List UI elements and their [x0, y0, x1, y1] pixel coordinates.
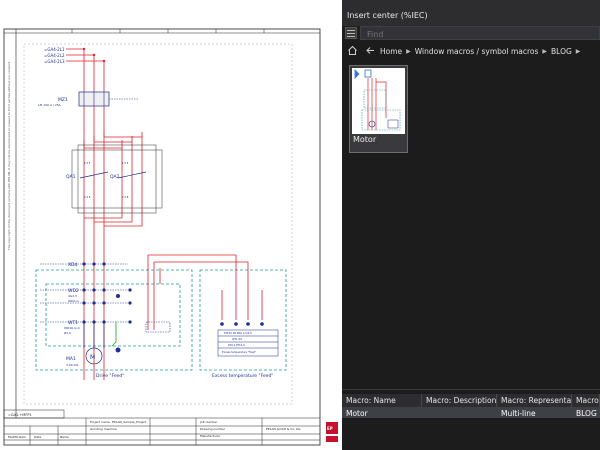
chevron-right-icon[interactable]: ▶ [542, 47, 548, 55]
insert-center-panel: Insert center (%IEC) Home ▶ Window macro… [342, 0, 600, 450]
macro-tile-motor[interactable]: Motor [349, 65, 408, 153]
svg-text:WD10-G-0: WD10-G-0 [64, 326, 80, 330]
list-icon [347, 30, 355, 37]
svg-text:WT1 9/1: WT1 9/1 [232, 337, 243, 341]
cell-representation: Multi-line [501, 409, 536, 418]
cell-description [422, 407, 497, 418]
macro-gallery: Motor [342, 60, 600, 385]
source-label-3: =GA4-2L3 [44, 59, 65, 64]
cell-folder: BLOG [576, 409, 597, 418]
footer-title: Grinding machine [90, 427, 117, 431]
chevron-right-icon[interactable]: ▶ [575, 47, 581, 55]
eplan-logo [326, 422, 338, 434]
svg-text:Name: Name [60, 435, 69, 439]
column-header-name[interactable]: Macro: Name [342, 394, 422, 407]
svg-text:The copyright of this document: The copyright of this document remains w… [7, 61, 11, 251]
device-wd2: WD2 [68, 288, 79, 294]
svg-text:1 3 5: 1 3 5 [122, 161, 129, 165]
svg-text:Ø1.0: Ø1.0 [64, 330, 71, 335]
column-header-macro[interactable]: Macro [572, 394, 600, 407]
svg-text:Job number: Job number [199, 420, 218, 424]
column-header-representation[interactable]: Macro: Representation [497, 394, 572, 407]
schematic-drawing: The copyright of this document remains w… [3, 28, 340, 446]
svg-text:2 4 6: 2 4 6 [84, 195, 91, 199]
svg-text:3.00 kW: 3.00 kW [66, 363, 78, 367]
home-icon [347, 45, 357, 55]
svg-text:Drawing number: Drawing number [200, 427, 226, 431]
svg-text:RH=1 PTC1.0: RH=1 PTC1.0 [228, 343, 245, 347]
svg-text:Modification: Modification [8, 435, 26, 439]
source-label-1: =GA4-2L1 [44, 47, 65, 52]
device-qa1: QA1 [66, 174, 76, 180]
device-qa2: QA2 [110, 174, 120, 180]
footer-project: EPLAN_Sample_Project [112, 420, 147, 424]
svg-text:4G2.5: 4G2.5 [68, 294, 77, 298]
column-header-description[interactable]: Macro: Description [422, 394, 497, 407]
macro-preview-image [354, 69, 401, 131]
find-row [342, 26, 600, 40]
navigation-bar: Home ▶ Window macros / symbol macros ▶ B… [342, 43, 600, 59]
svg-text:Excess temperature "Feed": Excess temperature "Feed" [222, 350, 256, 354]
svg-text:1 3 5: 1 3 5 [84, 161, 91, 165]
cell-name: Motor [346, 409, 368, 418]
home-button[interactable] [346, 45, 358, 57]
svg-text:LM 100 A / 25A: LM 100 A / 25A [38, 103, 62, 107]
page-ref: =GA1.+MFP1 [8, 413, 32, 417]
box-label-temp: Excess temperature "Feed" [212, 373, 273, 379]
breadcrumb-home[interactable]: Home [380, 46, 403, 56]
breadcrumb: Home ▶ Window macros / symbol macros ▶ B… [378, 45, 600, 57]
panel-title: Insert center (%IEC) [342, 0, 600, 26]
svg-text:Project name: Project name [90, 420, 110, 424]
chevron-right-icon[interactable]: ▶ [406, 47, 411, 55]
svg-text:WD2-G: WD2-G [68, 299, 79, 303]
svg-text:EP: EP [327, 426, 333, 431]
schematic-canvas[interactable]: The copyright of this document remains w… [0, 0, 342, 450]
back-button[interactable] [364, 45, 376, 57]
breadcrumb-blog[interactable]: BLOG [551, 46, 572, 56]
device-xd4: XD4 [68, 262, 78, 268]
svg-text:Manufacturer: Manufacturer [200, 434, 221, 438]
svg-text:PT100 1N 6RG 2.5/2.5: PT100 1N 6RG 2.5/2.5 [224, 331, 252, 335]
svg-text:M: M [90, 354, 95, 361]
source-label-2: =GA4-2L2 [44, 53, 65, 58]
find-input[interactable] [360, 26, 600, 40]
device-mz1: MZ1 [58, 97, 68, 103]
svg-text:2 4 6: 2 4 6 [122, 195, 129, 199]
macro-thumbnail [352, 68, 405, 134]
box-label-drive: Drive "Feed" [96, 373, 124, 379]
table-row[interactable]: Motor Multi-line BLOG [342, 407, 600, 418]
table-header: Macro: Name Macro: Description Macro: Re… [342, 394, 600, 407]
find-options-button[interactable] [345, 27, 357, 39]
device-ma1: MA1 [66, 356, 76, 362]
footer-company: EPLAN GmbH & Co. KG [266, 427, 301, 431]
macro-tile-label: Motor [353, 135, 377, 144]
device-wt1: WT1 [68, 320, 78, 326]
breadcrumb-window-macros[interactable]: Window macros / symbol macros [414, 46, 539, 56]
arrow-left-icon [365, 47, 374, 54]
macro-table: Macro: Name Macro: Description Macro: Re… [342, 389, 600, 450]
svg-text:Date: Date [34, 435, 41, 439]
